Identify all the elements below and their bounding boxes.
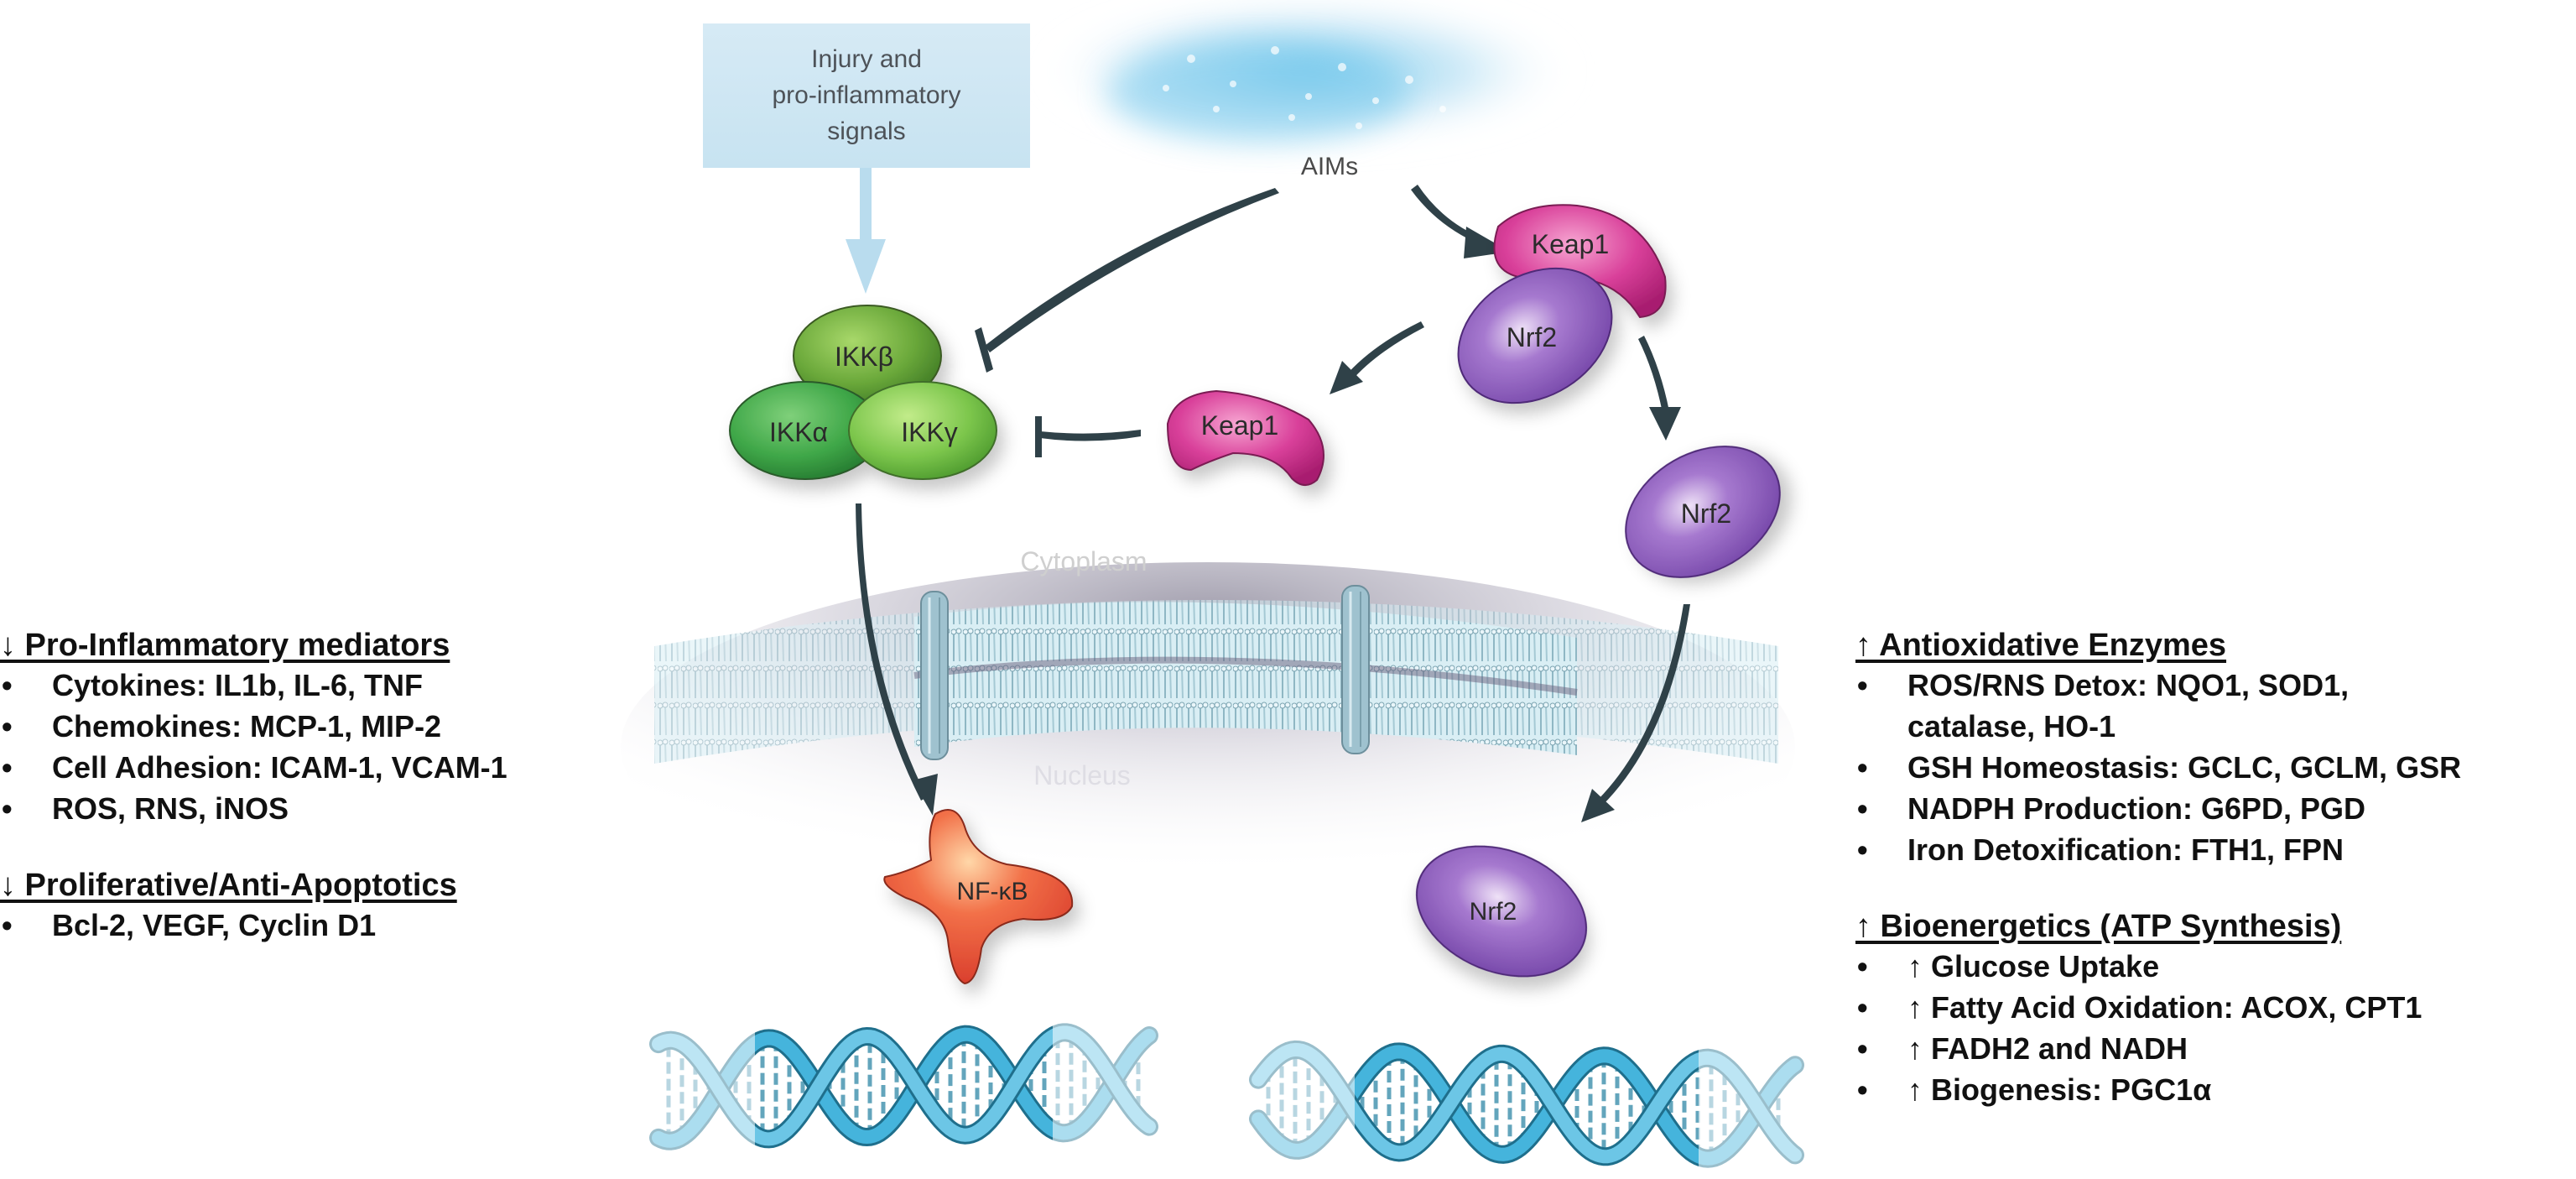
ikk-beta-label: IKKβ xyxy=(835,342,893,372)
list-item: •Chemokines: MCP-1, MIP-2 xyxy=(0,706,507,747)
nrf2-nucleus xyxy=(1415,845,1588,978)
bullet-icon: • xyxy=(1857,791,1868,826)
list-item: •ROS, RNS, iNOS xyxy=(0,788,507,829)
signal-box-line-3: signals xyxy=(827,117,905,145)
nrf2-bound-label: Nrf2 xyxy=(1507,322,1557,352)
nuclear-pore-1 xyxy=(920,591,949,760)
arrow-keap1nrf2-to-nrf2 xyxy=(1638,336,1669,413)
arrowhead-nrf2-release xyxy=(1649,407,1681,441)
inhibit-arrow-aims-to-ikk xyxy=(985,188,1279,352)
list-item: •Bcl-2, VEGF, Cyclin D1 xyxy=(0,905,507,946)
bullet-icon: • xyxy=(1857,990,1868,1025)
list-item: •Cytokines: IL1b, IL-6, TNF xyxy=(0,665,507,706)
ikk-alpha-label: IKKα xyxy=(769,417,828,447)
nrf2-nucleus-label: Nrf2 xyxy=(1470,898,1517,926)
bioenergetics-heading: ↑ Bioenergetics (ATP Synthesis) xyxy=(1855,909,2342,944)
left-outcomes-panel: ↓ Pro-Inflammatory mediators •Cytokines:… xyxy=(0,626,507,946)
antioxidative-heading: ↑ Antioxidative Enzymes xyxy=(1855,628,2227,663)
bullet-icon: • xyxy=(2,709,13,743)
nrf2-bound xyxy=(1457,267,1613,404)
arrowhead-to-free-keap1 xyxy=(1330,361,1363,394)
bioenergetics-group: ↑ Bioenergetics (ATP Synthesis) •↑ Gluco… xyxy=(1855,907,2461,1110)
inhibit-bar-aims xyxy=(975,327,993,373)
dna-fade xyxy=(1246,982,1355,1179)
arrowhead-nrf2-translocation xyxy=(1581,789,1615,822)
ikk-complex xyxy=(729,305,997,480)
inhibit-bar-keap1 xyxy=(1035,416,1042,457)
list-item: •↑ Glucose Uptake xyxy=(1855,946,2461,987)
list-item: •ROS/RNS Detox: NQO1, SOD1, xyxy=(1855,665,2461,706)
nrf2-cytoplasm-label: Nrf2 xyxy=(1681,498,1731,529)
dna-fade xyxy=(1053,973,1162,1179)
list-item: •NADPH Production: G6PD, PGD xyxy=(1855,788,2461,829)
aims-label: AIMs xyxy=(1301,153,1358,180)
keap1-free-label: Keap1 xyxy=(1201,410,1279,441)
list-item: •GSH Homeostasis: GCLC, GCLM, GSR xyxy=(1855,747,2461,788)
nfkb-label: NF-κB xyxy=(957,878,1028,905)
dna-fade xyxy=(1699,982,1808,1179)
bullet-icon: • xyxy=(1857,668,1868,702)
aims-cloud xyxy=(1040,0,1577,147)
right-outcomes-panel: ↑ Antioxidative Enzymes •ROS/RNS Detox: … xyxy=(1855,626,2461,1110)
list-item: •↑ Biogenesis: PGC1α xyxy=(1855,1069,2461,1110)
bullet-icon: • xyxy=(1857,1072,1868,1107)
keap1-nrf2-complex xyxy=(1457,204,1667,404)
bullet-icon: • xyxy=(2,791,13,826)
list-item: •Cell Adhesion: ICAM-1, VCAM-1 xyxy=(0,747,507,788)
inhibit-arrow-keap1-to-ikk xyxy=(1040,430,1141,441)
arrow-nrf2-translocation xyxy=(1597,604,1690,806)
ikk-gamma xyxy=(848,381,997,480)
bullet-icon: • xyxy=(2,668,13,702)
antioxidative-group: ↑ Antioxidative Enzymes •ROS/RNS Detox: … xyxy=(1855,626,2461,870)
proliferative-heading: ↓ Proliferative/Anti-Apoptotics xyxy=(0,868,457,903)
dna-helix-left xyxy=(646,973,1162,1179)
arrow-to-free-keap1 xyxy=(1345,321,1424,382)
cytoplasm-label: Cytoplasm xyxy=(1020,546,1147,576)
bullet-icon: • xyxy=(2,750,13,785)
nucleus-label: Nucleus xyxy=(1033,760,1131,790)
signal-box-line-2: pro-inflammatory xyxy=(772,81,960,109)
bullet-icon: • xyxy=(1857,1031,1868,1066)
nuclear-envelope xyxy=(621,562,1795,931)
keap1-bound-label: Keap1 xyxy=(1532,229,1610,259)
dna-helix-right xyxy=(1246,982,1808,1179)
list-item: •↑ FADH2 and NADH xyxy=(1855,1028,2461,1069)
nuclear-pore-2 xyxy=(1341,585,1370,754)
signal-box: Injury and pro-inflammatory signals xyxy=(703,23,1030,168)
bullet-icon: • xyxy=(1857,832,1868,867)
pro-inflammatory-group: ↓ Pro-Inflammatory mediators •Cytokines:… xyxy=(0,626,507,829)
nrf2-cytoplasm xyxy=(1625,446,1781,578)
list-item: •↑ Fatty Acid Oxidation: ACOX, CPT1 xyxy=(1855,987,2461,1028)
bullet-icon: • xyxy=(1857,949,1868,983)
arrowhead-ikk-to-nfkb xyxy=(913,774,938,816)
list-item-continuation: catalase, HO-1 xyxy=(1907,709,2116,743)
pro-inflammatory-heading: ↓ Pro-Inflammatory mediators xyxy=(0,628,450,663)
proliferative-group: ↓ Proliferative/Anti-Apoptotics •Bcl-2, … xyxy=(0,866,507,946)
signal-arrow xyxy=(846,168,886,294)
bullet-icon: • xyxy=(1857,750,1868,785)
signal-box-line-1: Injury and xyxy=(811,45,922,73)
keap1-free xyxy=(1166,389,1324,486)
ikk-gamma-label: IKKγ xyxy=(901,417,958,447)
list-item: •Iron Detoxification: FTH1, FPN xyxy=(1855,829,2461,870)
bullet-icon: • xyxy=(2,908,13,942)
nfkb xyxy=(883,809,1074,985)
dna-fade xyxy=(646,973,755,1179)
